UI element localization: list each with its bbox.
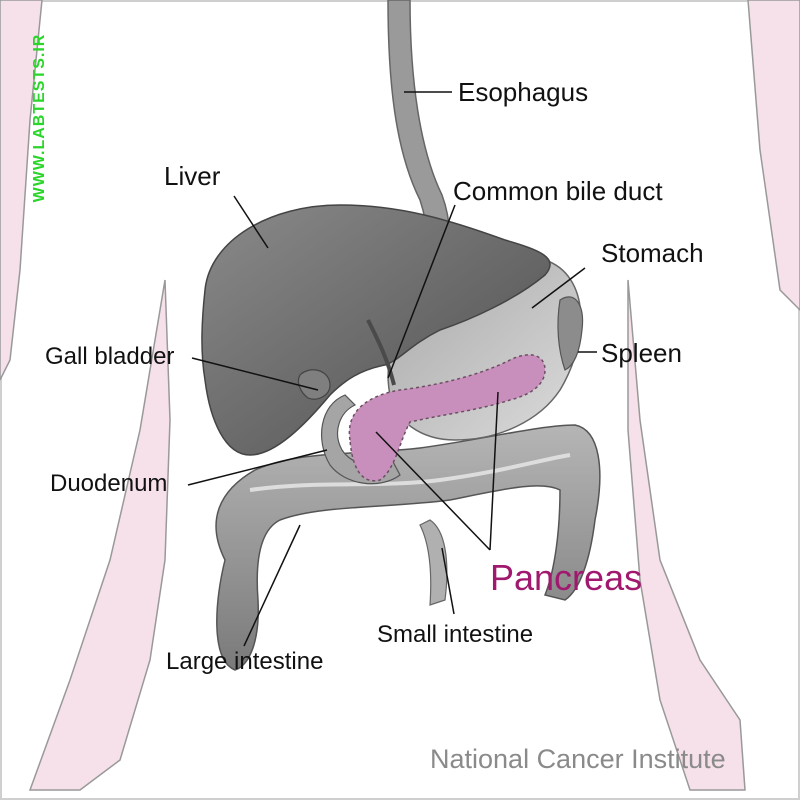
common-bile-duct-leader bbox=[387, 204, 456, 379]
common-bile-duct-organ bbox=[366, 319, 396, 386]
label-gall-bladder: Gall bladder bbox=[45, 343, 175, 370]
spleen-organ bbox=[557, 296, 584, 371]
pancreas-leader-head bbox=[375, 431, 491, 551]
pancreas-leader-body bbox=[489, 391, 499, 551]
label-pancreas: Pancreas bbox=[490, 557, 643, 598]
label-duodenum: Duodenum bbox=[50, 470, 168, 497]
gall-bladder-leader bbox=[191, 357, 319, 391]
small-intestine-organ bbox=[419, 519, 448, 606]
duodenum-leader bbox=[187, 449, 328, 486]
pancreas-organ bbox=[348, 354, 546, 482]
leader-lines bbox=[187, 91, 597, 647]
label-liver: Liver bbox=[164, 161, 221, 191]
label-small-intestine: Small intestine bbox=[377, 621, 534, 648]
colon-highlight bbox=[249, 453, 571, 492]
stomach-leader bbox=[531, 267, 586, 309]
gall-bladder-organ bbox=[297, 369, 331, 400]
label-stomach: Stomach bbox=[601, 238, 704, 268]
left-torso-edge bbox=[0, 0, 43, 381]
label-common-bile-duct: Common bile duct bbox=[453, 176, 663, 206]
credit-text: National Cancer Institute bbox=[430, 744, 726, 774]
right-hip bbox=[627, 279, 746, 791]
small-intestine-leader bbox=[441, 547, 455, 615]
label-esophagus: Esophagus bbox=[458, 77, 589, 107]
right-torso-edge bbox=[747, 0, 800, 312]
duodenum-organ bbox=[321, 394, 401, 485]
left-hip bbox=[28, 279, 171, 791]
label-large-intestine: Large intestine bbox=[166, 648, 324, 675]
large-intestine-leader bbox=[243, 524, 301, 647]
liver-organ bbox=[201, 204, 551, 456]
watermark: WWW.LABTESTS.IR bbox=[31, 33, 48, 203]
liver-leader bbox=[233, 195, 269, 249]
label-spleen: Spleen bbox=[601, 338, 682, 368]
